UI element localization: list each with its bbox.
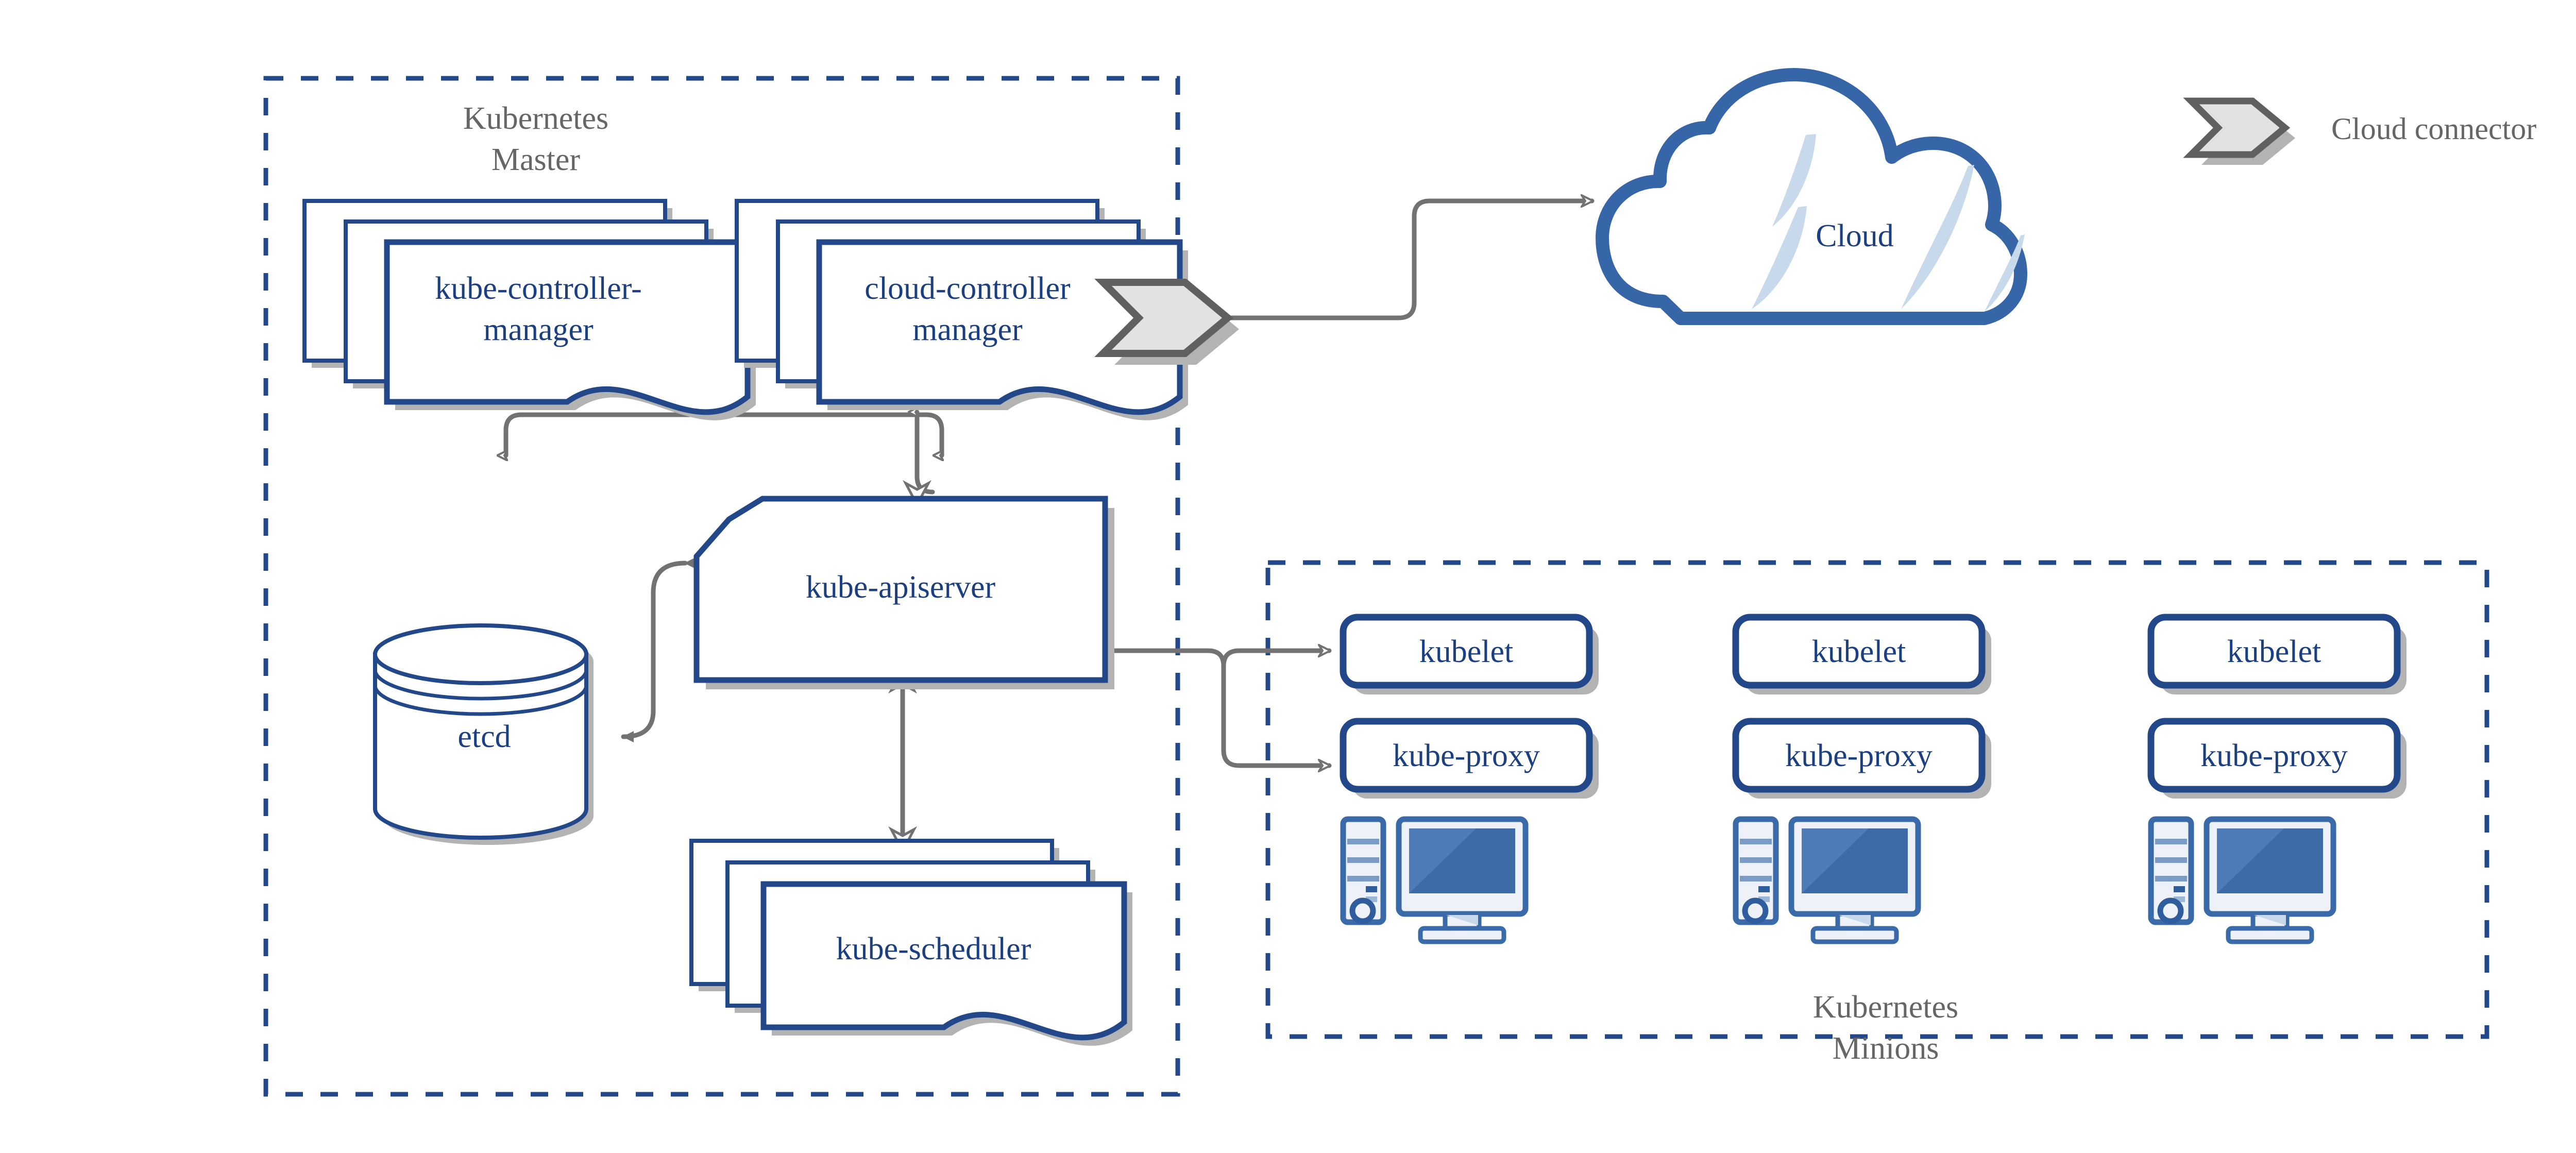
connector-apiserver-minions-trunk [1105, 651, 1332, 766]
connector-trunk-to-kubelet [1221, 651, 1332, 669]
connector-apiserver-to-kcm [506, 412, 878, 455]
cloud-slivers [1752, 134, 2025, 312]
legend-cloud-connector-label: Cloud connector [2331, 112, 2536, 146]
cloud-controller-manager-node[interactable] [735, 199, 1188, 420]
minion-2[interactable] [1732, 614, 1991, 944]
kube-apiserver-node[interactable] [693, 496, 1114, 689]
kube-apiserver-label: kube-apiserver [806, 570, 996, 605]
master-group-label-line1: Kubernetes [463, 101, 608, 136]
minion-1[interactable] [1340, 614, 1599, 944]
minion-3-kubelet-label: kubelet [2227, 634, 2321, 669]
cloud-controller-manager-label-line2: manager [912, 312, 1023, 347]
connector-ccm-to-cloud [1216, 201, 1595, 320]
computer-icon [2148, 816, 2336, 944]
kube-controller-manager-label-line1: kube-controller- [435, 271, 642, 306]
cloud-controller-manager-label-line1: cloud-controller [865, 271, 1071, 306]
kubernetes-minions-group-box [1265, 560, 2489, 1039]
legend-cloud-connector-icon [2183, 97, 2295, 165]
cloud-connector-chevron-icon [1094, 279, 1239, 365]
minion-1-kube-proxy-label: kube-proxy [1393, 738, 1540, 773]
etcd-node[interactable] [373, 623, 594, 845]
cloud-node[interactable] [1596, 68, 2027, 325]
kubernetes-master-group-box [263, 76, 1180, 1097]
minion-2-kube-proxy-label: kube-proxy [1785, 738, 1933, 773]
minions-group-label-line1: Kubernetes [1813, 990, 1958, 1025]
kubernetes-minions-group-box-hit[interactable] [1268, 563, 2487, 1037]
computer-icon [1733, 816, 1921, 944]
kube-controller-manager-node[interactable] [302, 199, 756, 420]
minion-3-kube-proxy-label: kube-proxy [2200, 738, 2348, 773]
minions-group-label-line2: Minions [1833, 1031, 1939, 1066]
arrowhead-into-apiserver-top [902, 480, 932, 508]
kube-scheduler-node[interactable] [689, 839, 1132, 1046]
minion-1-kubelet-label: kubelet [1419, 634, 1514, 669]
kube-scheduler-label: kube-scheduler [836, 931, 1031, 967]
computer-icon [1340, 816, 1529, 944]
etcd-label: etcd [457, 719, 511, 754]
kube-controller-manager-label-line2: manager [483, 312, 594, 347]
connector-etcd-apiserver [621, 557, 696, 742]
cloud-label: Cloud [1816, 218, 1894, 253]
kubernetes-master-group-box-hit[interactable] [266, 78, 1178, 1094]
minion-2-kubelet-label: kubelet [1812, 634, 1906, 669]
master-group-label-line2: Master [492, 142, 581, 177]
minion-3[interactable] [2147, 614, 2406, 944]
connector-apiserver-to-ccm [873, 412, 944, 455]
